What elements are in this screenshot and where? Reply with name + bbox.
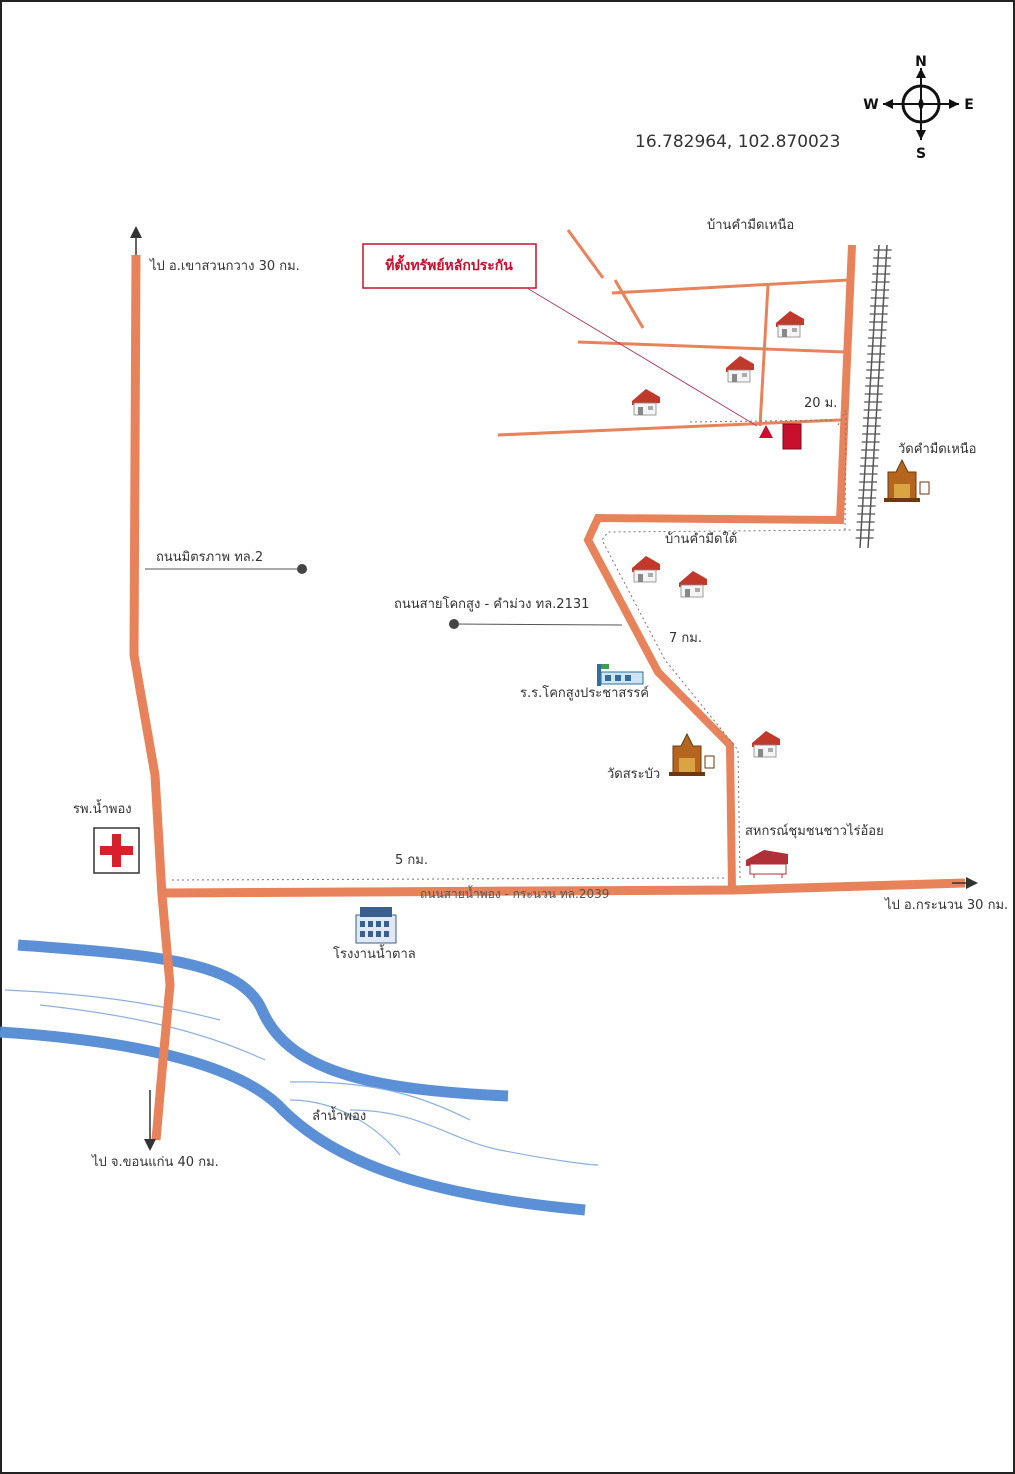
river bbox=[0, 939, 599, 1216]
label-sugar-factory: โรงงานน้ำตาล bbox=[333, 944, 416, 962]
house-icon bbox=[752, 731, 780, 758]
label-ban-kham-mid-nuea: บ้านคำมืดเหนือ bbox=[707, 217, 794, 233]
label-school: ร.ร.โคกสูงประชาสรรค์ bbox=[520, 685, 649, 701]
compass-e: E bbox=[964, 97, 974, 113]
compass-w: W bbox=[863, 97, 878, 113]
cooperative-icon bbox=[746, 850, 788, 878]
label-distance-20m: 20 ม. bbox=[804, 396, 837, 411]
roads bbox=[129, 229, 966, 1141]
label-ban-kham-mid-tai: บ้านคำมืดใต้ bbox=[665, 531, 737, 547]
direction-arrows bbox=[130, 226, 978, 1151]
property-marker bbox=[782, 423, 802, 450]
temple-icon-sra-bua bbox=[669, 732, 715, 776]
label-distance-7km: 7 กม. bbox=[669, 631, 702, 646]
label-cooperative: สหกรณ์ชุมชนชาวไร่อ้อย bbox=[745, 823, 884, 839]
hospital-icon bbox=[93, 827, 140, 874]
label-mittraphap-road: ถนนมิตรภาพ ทล.2 bbox=[156, 550, 263, 565]
house-icon bbox=[679, 571, 707, 598]
label-route-2039: ถนนสายน้ำพอง - กระนวน ทล.2039 bbox=[420, 885, 609, 901]
mittraphap-marker bbox=[297, 564, 307, 574]
railway bbox=[855, 244, 892, 549]
house-icon bbox=[776, 311, 804, 338]
label-wat-sra-bua: วัดสระบัว bbox=[607, 767, 660, 782]
label-river: ลำน้ำพอง bbox=[312, 1106, 366, 1124]
property-callout: ที่ตั้งทรัพย์หลักประกัน bbox=[362, 243, 802, 450]
compass-icon: N S E W bbox=[863, 54, 974, 162]
label-to-khao-suan-kwang: ไป อ.เขาสวนกวาง 30 กม. bbox=[149, 258, 300, 274]
label-to-khon-kaen: ไป จ.ขอนแก่น 40 กม. bbox=[91, 1154, 219, 1170]
label-to-kranuan: ไป อ.กระนวน 30 กม. bbox=[884, 897, 1008, 913]
compass-s: S bbox=[916, 146, 926, 162]
house-icon bbox=[632, 389, 660, 416]
house-icon bbox=[632, 556, 660, 583]
label-wat-kham-mid-nuea: วัดคำมืดเหนือ bbox=[898, 441, 976, 457]
road-label-leaders bbox=[145, 564, 623, 629]
sugar-factory-icon bbox=[355, 907, 397, 944]
route2131-marker bbox=[449, 619, 459, 629]
property-triangle-icon bbox=[759, 425, 773, 438]
houses bbox=[632, 311, 804, 758]
label-distance-5km: 5 กม. bbox=[395, 853, 428, 868]
house-icon bbox=[726, 356, 754, 383]
temple-icon-kham-mid-nuea bbox=[884, 458, 930, 502]
dotted-road-edges bbox=[171, 409, 854, 881]
label-hospital: รพ.น้ำพอง bbox=[73, 799, 132, 817]
school-icon bbox=[597, 664, 644, 686]
property-label: ที่ตั้งทรัพย์หลักประกัน bbox=[385, 254, 513, 274]
compass-n: N bbox=[915, 54, 927, 70]
label-route-2131: ถนนสายโคกสูง - คำม่วง ทล.2131 bbox=[394, 596, 589, 612]
coordinates-label: 16.782964, 102.870023 bbox=[635, 132, 841, 152]
